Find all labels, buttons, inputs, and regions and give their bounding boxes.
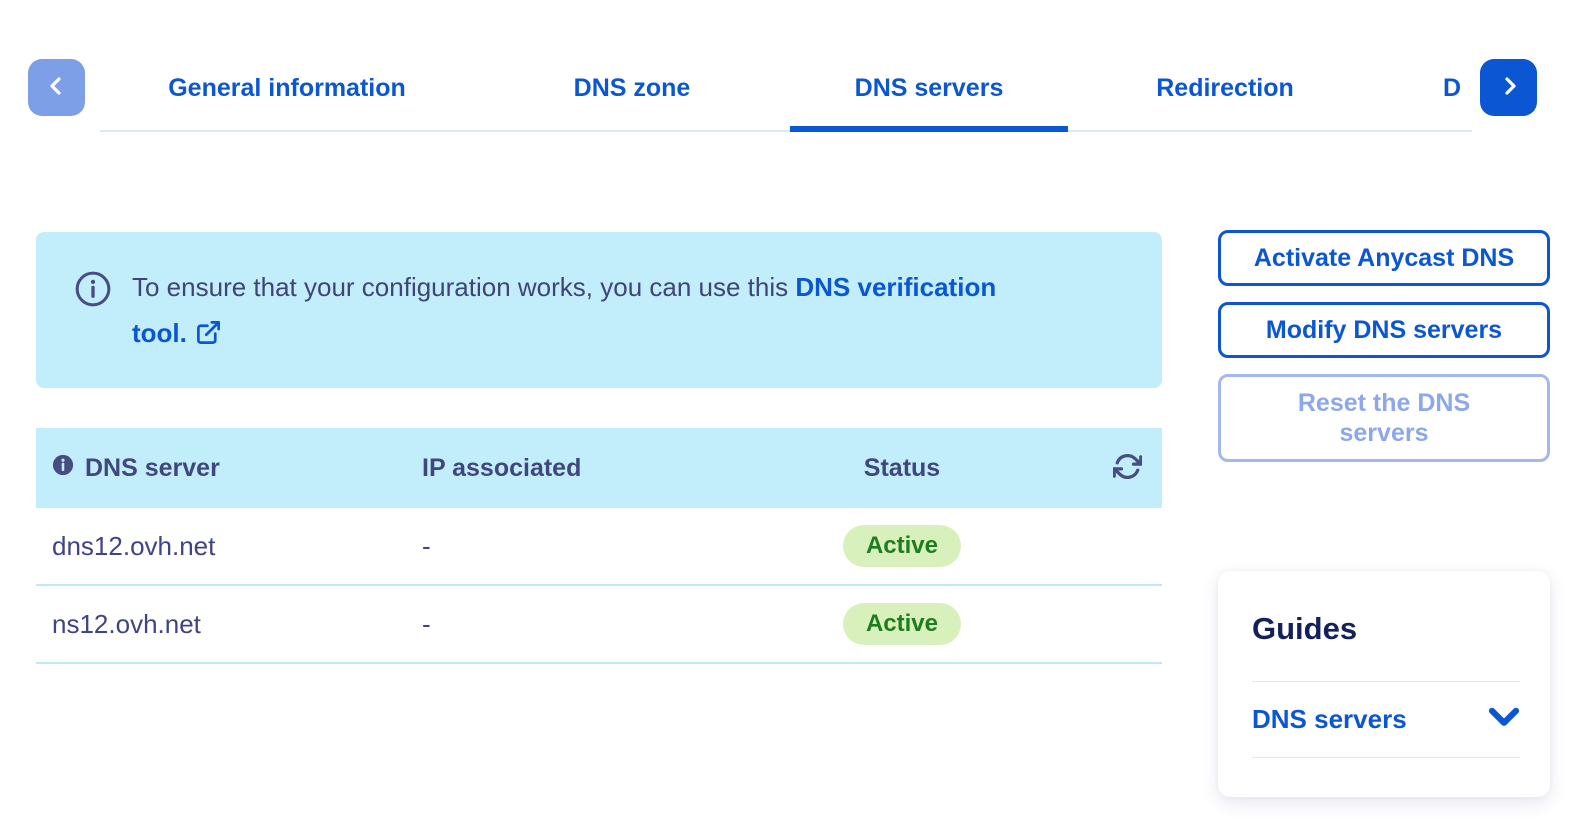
dns-verification-tool-link[interactable]: DNS verification tool. <box>132 272 996 348</box>
tab-dns-zone[interactable]: DNS zone <box>573 74 691 102</box>
cell-dns-server: dns12.ovh.net <box>52 530 216 561</box>
tab-bar-baseline <box>100 130 1472 132</box>
info-icon <box>74 270 112 313</box>
column-header-status: Status <box>863 453 941 482</box>
divider <box>1252 756 1520 758</box>
table-header-row: DNS server IP associated Status <box>36 428 1162 508</box>
tab-redirection[interactable]: Redirection <box>1156 74 1294 102</box>
tab-general-information[interactable]: General information <box>168 74 406 102</box>
divider <box>1252 680 1520 682</box>
chevron-right-icon <box>1497 74 1521 101</box>
column-header-ip-associated: IP associated <box>422 453 582 482</box>
chevron-left-icon <box>45 74 69 101</box>
column-header-dns-server: DNS server <box>52 454 422 483</box>
banner-message: To ensure that your configuration works,… <box>132 264 1002 360</box>
guides-link-dns-servers[interactable]: DNS servers <box>1252 704 1520 735</box>
table-row: ns12.ovh.net - Active <box>36 586 1162 664</box>
table-row: dns12.ovh.net - Active <box>36 508 1162 586</box>
tabs-scroll-right-button[interactable] <box>1480 59 1537 116</box>
cell-ip-associated: - <box>422 608 431 639</box>
tab-truncated[interactable]: D <box>1443 74 1462 102</box>
modify-dns-servers-button[interactable]: Modify DNS servers <box>1218 302 1550 358</box>
cell-status: Active <box>762 602 1042 646</box>
status-badge: Active <box>842 602 962 646</box>
info-circle-filled-icon <box>52 454 74 483</box>
activate-anycast-dns-button[interactable]: Activate Anycast DNS <box>1218 230 1550 286</box>
guides-card: Guides DNS servers <box>1218 571 1550 797</box>
reset-dns-servers-button[interactable]: Reset the DNS servers <box>1218 374 1550 462</box>
info-banner: To ensure that your configuration works,… <box>36 232 1162 388</box>
external-link-icon <box>195 321 222 352</box>
tab-dns-servers[interactable]: DNS servers <box>854 74 1004 102</box>
active-tab-underline <box>790 126 1068 132</box>
cell-dns-server: ns12.ovh.net <box>52 608 201 639</box>
dns-servers-table: DNS server IP associated Status dns12.o <box>36 428 1162 664</box>
status-badge: Active <box>842 524 962 568</box>
guides-title: Guides <box>1252 611 1358 646</box>
refresh-button[interactable] <box>1112 452 1143 484</box>
refresh-icon <box>1112 452 1143 484</box>
banner-text: To ensure that your configuration works,… <box>132 272 789 302</box>
chevron-down-icon <box>1488 704 1520 735</box>
cell-ip-associated: - <box>422 530 431 561</box>
tabs-scroll-left-button[interactable] <box>28 59 85 116</box>
cell-status: Active <box>762 524 1042 568</box>
